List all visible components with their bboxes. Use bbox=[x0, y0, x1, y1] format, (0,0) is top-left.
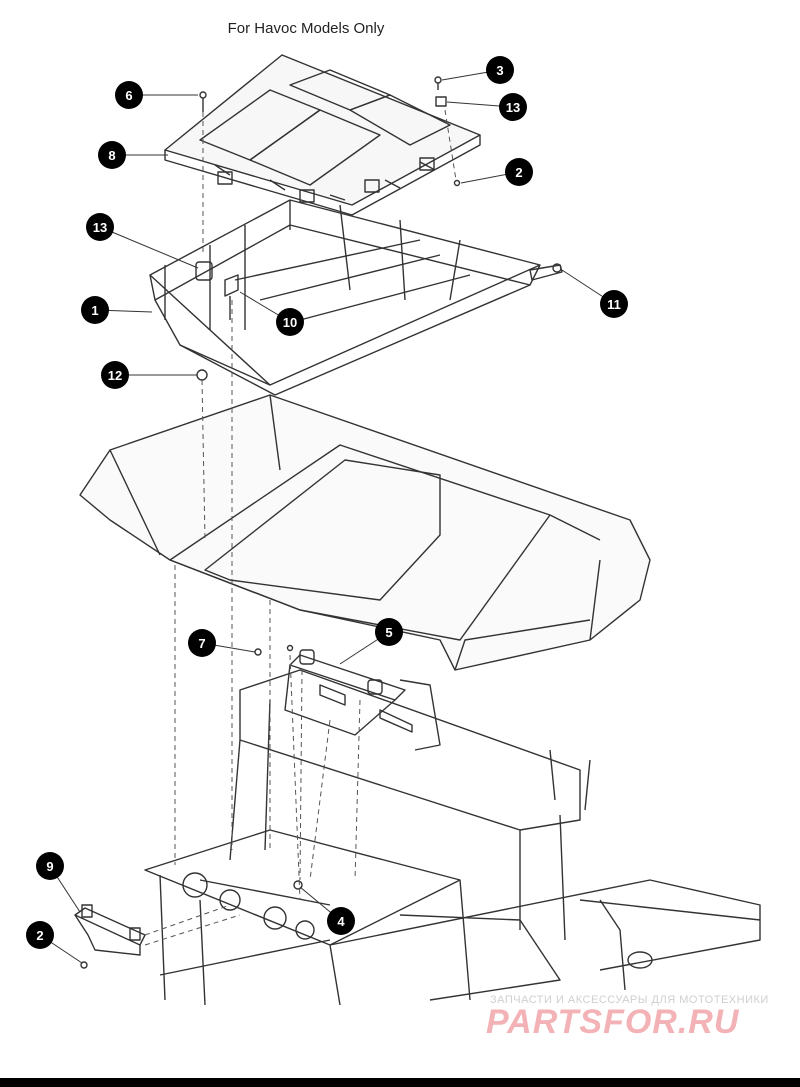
callout-1: 1 bbox=[81, 296, 109, 324]
cargo-rack-basket bbox=[149, 199, 563, 396]
callout-13-left: 13 bbox=[86, 213, 114, 241]
watermark-logo: PARTSFOR.RU bbox=[486, 1003, 740, 1041]
vehicle-frame bbox=[144, 669, 761, 1006]
svg-text:5: 5 bbox=[385, 625, 392, 640]
watermark-tagline: ЗАПЧАСТИ И АКСЕССУАРЫ ДЛЯ МОТОТЕХНИКИ bbox=[490, 994, 769, 1006]
rear-bracket bbox=[74, 904, 146, 956]
callout-3: 3 bbox=[486, 56, 514, 84]
callout-13-top: 13 bbox=[499, 93, 527, 121]
callout-6: 6 bbox=[115, 81, 143, 109]
callout-10: 10 bbox=[276, 308, 304, 336]
svg-text:7: 7 bbox=[198, 636, 205, 651]
svg-text:3: 3 bbox=[496, 63, 503, 78]
svg-text:2: 2 bbox=[36, 928, 43, 943]
alignment-lines bbox=[144, 109, 457, 946]
callout-9: 9 bbox=[36, 852, 64, 880]
hood-body-panel bbox=[79, 394, 651, 671]
svg-text:10: 10 bbox=[283, 315, 297, 330]
mounting-bracket bbox=[284, 649, 413, 736]
callout-5: 5 bbox=[375, 618, 403, 646]
svg-text:9: 9 bbox=[46, 859, 53, 874]
bottom-bar bbox=[0, 1078, 800, 1087]
svg-text:11: 11 bbox=[607, 297, 621, 312]
callout-11: 11 bbox=[600, 290, 628, 318]
svg-text:13: 13 bbox=[93, 220, 107, 235]
callout-2-top: 2 bbox=[505, 158, 533, 186]
svg-text:12: 12 bbox=[108, 368, 122, 383]
svg-text:6: 6 bbox=[125, 88, 132, 103]
callout-4: 4 bbox=[327, 907, 355, 935]
svg-text:2: 2 bbox=[515, 165, 522, 180]
callout-7: 7 bbox=[188, 629, 216, 657]
svg-text:13: 13 bbox=[506, 100, 520, 115]
diagram-title: For Havoc Models Only bbox=[227, 20, 385, 37]
rack-top-plate bbox=[164, 54, 481, 216]
callout-8: 8 bbox=[98, 141, 126, 169]
svg-text:4: 4 bbox=[337, 914, 345, 929]
callout-2-bottom: 2 bbox=[26, 921, 54, 949]
callout-12: 12 bbox=[101, 361, 129, 389]
svg-text:8: 8 bbox=[108, 148, 115, 163]
svg-text:1: 1 bbox=[91, 303, 98, 318]
